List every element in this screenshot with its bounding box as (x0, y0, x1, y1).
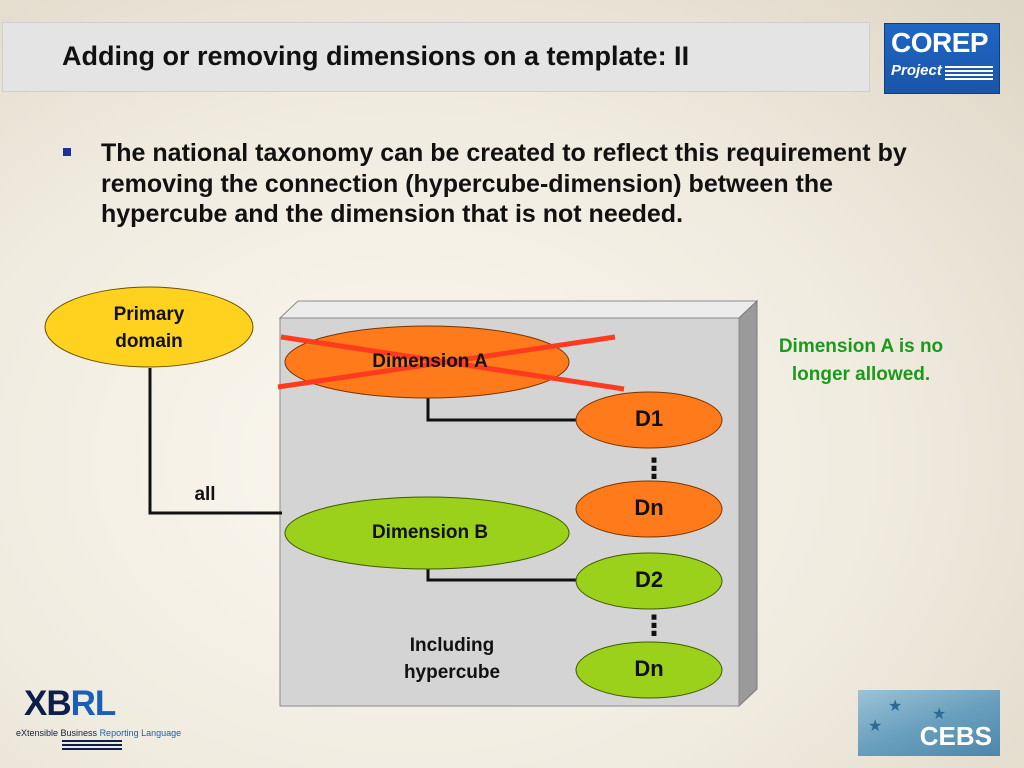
xbrl-logo-lines (62, 740, 122, 750)
xbrl-logo-rl: RL (70, 684, 117, 723)
hypercube-side-face (738, 299, 758, 708)
star-icon: ★ (932, 706, 947, 723)
dimension-a-note: Dimension A is no longer allowed. (778, 336, 944, 385)
xbrl-logo-sub-b: Reporting Language (99, 728, 182, 738)
xbrl-logo-text: XBRL (24, 684, 117, 724)
hypercube-top-face (278, 300, 759, 319)
primary-domain-ellipse (44, 286, 254, 368)
dimension-b-ellipse (284, 496, 570, 570)
member-dn-a-ellipse (575, 480, 723, 538)
member-d2-label: D2 (634, 567, 664, 592)
hypercube-label: Including hypercube (403, 635, 501, 683)
star-icon: ★ (868, 718, 883, 735)
bullet-text: The national taxonomy can be created to … (101, 139, 907, 228)
xbrl-logo: XBRL eXtensible Business Reporting Langu… (14, 684, 181, 752)
ellipsis-b: ⋮ (640, 610, 668, 641)
corep-logo-subtext: Project (891, 62, 942, 79)
dimension-a-ellipse (284, 325, 570, 399)
dimension-b-label: Dimension B (371, 522, 489, 543)
slide-title: Adding or removing dimensions on a templ… (62, 41, 690, 71)
member-d1-ellipse (575, 391, 723, 449)
primary-domain-label: Primary domain (113, 304, 185, 352)
ellipsis-a: ⋮ (640, 453, 668, 484)
all-label: all (194, 484, 216, 505)
corep-logo-lines (945, 66, 993, 80)
dimension-b-connector (426, 568, 580, 582)
member-d1-label: D1 (634, 406, 664, 431)
dimension-a-label: Dimension A (372, 351, 488, 372)
star-icon: ★ (888, 698, 903, 715)
bullet-marker (63, 148, 71, 156)
cross-out-line-2 (277, 334, 616, 390)
cebs-logo: ★ ★ ★ CEBS (858, 690, 1000, 756)
member-dn-b-label: Dn (634, 656, 664, 681)
dimension-a-connector (426, 398, 580, 422)
primary-domain-connector (148, 368, 282, 515)
corep-logo: COREP Project (884, 23, 1000, 94)
cebs-logo-text: CEBS (919, 721, 992, 751)
member-dn-b-ellipse (575, 641, 723, 699)
member-dn-a-label: Dn (634, 495, 664, 520)
member-d2-ellipse (575, 552, 723, 610)
corep-logo-text: COREP (891, 27, 989, 58)
xbrl-logo-sub-a: eXtensible Business (16, 728, 100, 738)
xbrl-logo-subtext: eXtensible Business Reporting Language (16, 728, 181, 738)
xbrl-logo-xb: XB (24, 684, 72, 723)
title-bar (2, 22, 870, 92)
